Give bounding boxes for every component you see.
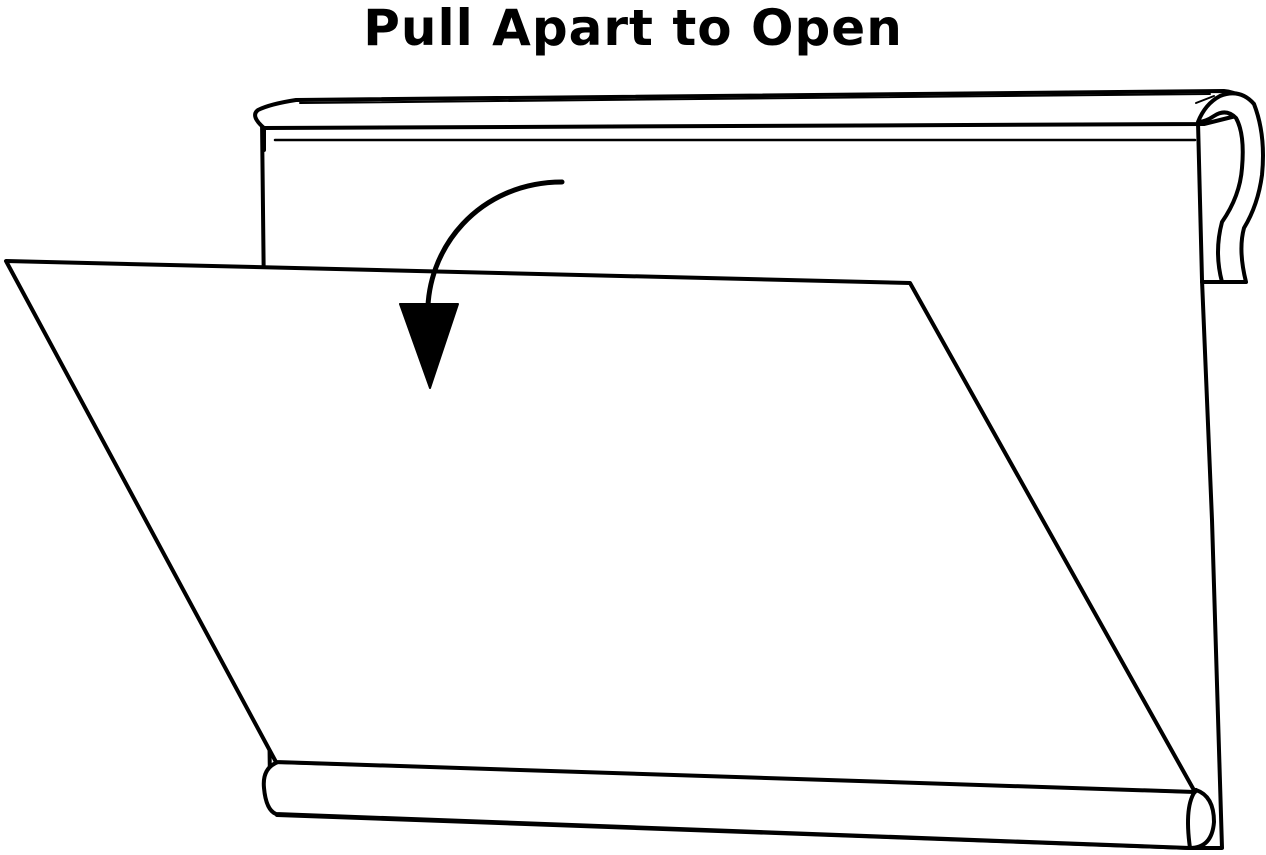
curved-down-arrow-icon (399, 179, 565, 389)
front-flap (4, 259, 1197, 794)
top-rail (253, 89, 1254, 152)
hanging-hook (1196, 91, 1265, 284)
diagram-title: Pull Apart to Open (363, 0, 903, 57)
